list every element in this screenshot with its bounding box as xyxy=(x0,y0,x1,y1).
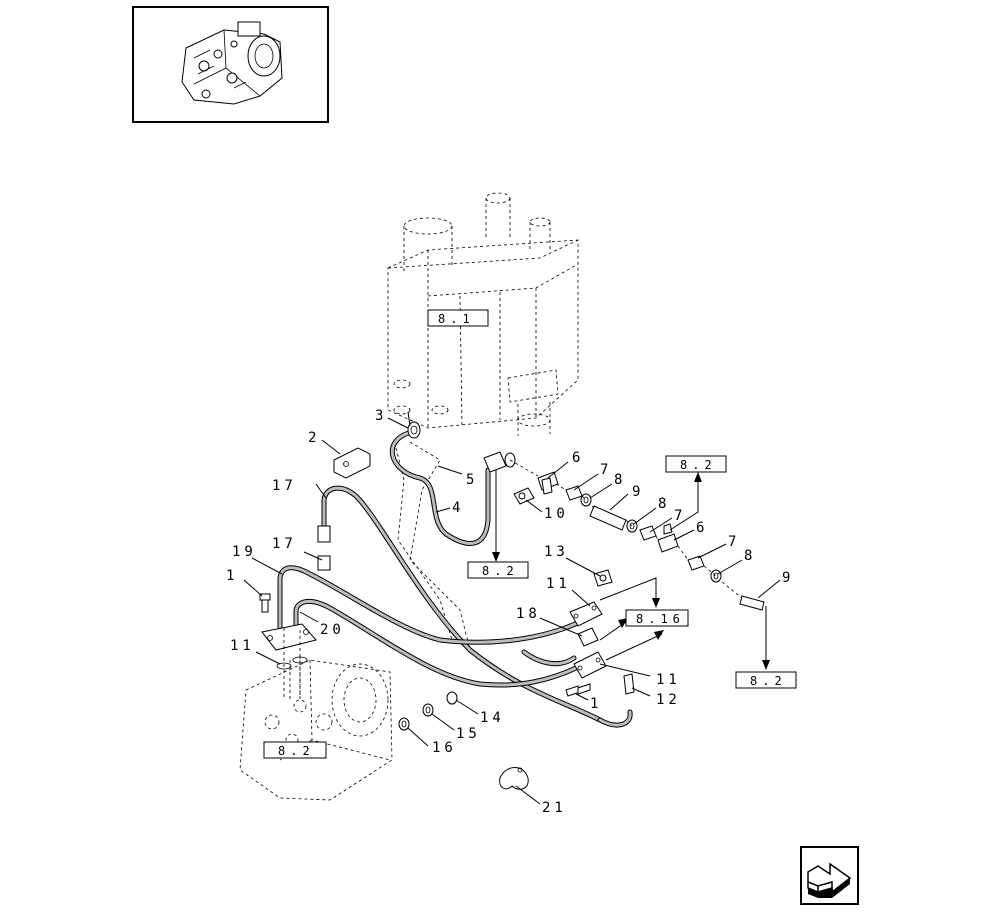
ref-label: 8.2 xyxy=(278,744,315,758)
callout-15: 15 xyxy=(456,726,481,742)
callout-18: 18 xyxy=(516,606,541,622)
callout-7b: 7 xyxy=(674,508,686,524)
ref-box-8-2-mid[interactable]: 8.2 xyxy=(467,561,529,579)
callout-11a: 11 xyxy=(546,576,571,592)
callout-17a: 17 xyxy=(272,478,297,494)
pump-thumbnail xyxy=(132,6,329,123)
callout-19: 19 xyxy=(232,544,257,560)
ref-box-8-2-pump[interactable]: 8.2 xyxy=(263,741,327,759)
hydraulic-pump-thumbnail-icon xyxy=(181,21,283,105)
callout-11c: 11 xyxy=(656,672,681,688)
callout-1-left: 1 xyxy=(226,568,238,584)
callout-21: 21 xyxy=(542,800,567,816)
callout-3: 3 xyxy=(375,408,387,424)
ref-box-8-16[interactable]: 8.16 xyxy=(625,609,689,627)
callout-5: 5 xyxy=(466,472,478,488)
leader-lines xyxy=(243,411,781,805)
callout-6a: 6 xyxy=(572,450,584,466)
callout-12: 12 xyxy=(656,692,681,708)
callout-9a: 9 xyxy=(632,484,644,500)
ref-label: 8.16 xyxy=(636,612,685,626)
next-page-arrow-icon xyxy=(807,862,852,898)
callout-10: 10 xyxy=(544,506,569,522)
callout-6b: 6 xyxy=(696,520,708,536)
callout-17b: 17 xyxy=(272,536,297,552)
ref-label: 8.2 xyxy=(482,564,519,578)
hydraulic-pump-body xyxy=(239,656,393,801)
ref-label: 8.2 xyxy=(680,458,717,472)
ref-box-8-2-top[interactable]: 8.2 xyxy=(665,455,727,473)
oil-cooler-assembly xyxy=(387,192,579,651)
callout-4: 4 xyxy=(452,500,464,516)
next-page-button[interactable] xyxy=(800,846,859,905)
hydraulic-tubes xyxy=(277,429,633,728)
callout-14: 14 xyxy=(480,710,505,726)
callout-8c: 8 xyxy=(744,548,756,564)
callout-11b: 11 xyxy=(230,638,255,654)
callout-7c: 7 xyxy=(728,534,740,550)
callout-8b: 8 xyxy=(658,496,670,512)
callout-13: 13 xyxy=(544,544,569,560)
reference-boxes: 8.1 8.2 8.2 8.16 8.2 8.2 xyxy=(263,309,797,759)
ref-box-8-2-right[interactable]: 8.2 xyxy=(735,671,797,689)
ref-box-8-1[interactable]: 8.1 xyxy=(427,309,489,327)
callout-2: 2 xyxy=(308,430,320,446)
callout-1-right: 1 xyxy=(590,696,602,712)
reference-arrows xyxy=(492,470,770,670)
callout-16: 16 xyxy=(432,740,457,756)
callout-9b: 9 xyxy=(782,570,794,586)
callout-20: 20 xyxy=(320,622,345,638)
callout-numbers: 3 2 5 4 6 7 8 9 10 8 7 6 17 17 19 13 7 8… xyxy=(226,408,794,816)
callout-8a: 8 xyxy=(614,472,626,488)
ref-label: 8.2 xyxy=(750,674,787,688)
ref-label: 8.1 xyxy=(438,312,475,326)
fittings xyxy=(259,421,765,790)
callout-7a: 7 xyxy=(600,462,612,478)
